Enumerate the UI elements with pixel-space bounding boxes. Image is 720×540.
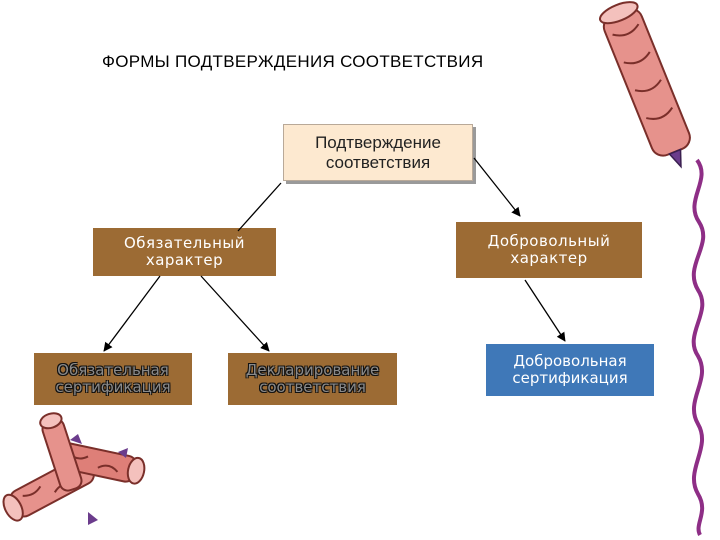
scroll-pencil-icon [598,1,691,169]
node-voluntary-line2: характер [510,249,588,267]
connector-root-mandatory [237,182,282,232]
arrow-mandatory-declaration [200,275,270,352]
node-mandatory: Обязательный характер [93,228,276,276]
node-cert-mandatory-line2: сертификация [55,378,171,396]
arrow-mandatory-certification [103,275,161,352]
node-cert-mandatory: Обязательная сертификация [34,353,192,405]
node-root: Подтверждение соответствия [283,124,473,181]
rolled-scrolls-icon [2,412,146,525]
arrow-root-voluntary [473,157,521,217]
node-cert-voluntary-line1: Добровольная [513,351,627,370]
node-declaration-line2: соответствия [259,378,366,396]
node-voluntary-line1: Добровольный [487,231,611,250]
squiggle-line-icon [691,158,706,536]
node-cert-mandatory-line1: Обязательная [57,360,169,379]
node-declaration-line1: Декларирование [245,360,380,379]
node-root-line2: соответствия [325,152,431,172]
node-voluntary: Добровольный характер [456,222,642,278]
node-mandatory-line2: характер [145,251,224,269]
node-cert-voluntary-line2: сертификация [512,369,628,387]
node-cert-voluntary: Добровольная сертификация [486,344,654,396]
node-root-line1: Подтверждение [315,132,441,152]
node-declaration: Декларирование соответствия [228,353,397,405]
page-title: ФОРМЫ ПОДТВЕРЖДЕНИЯ СООТВЕТСТВИЯ [102,52,484,71]
node-mandatory-line1: Обязательный [123,233,246,252]
arrow-voluntary-certification [524,279,566,342]
